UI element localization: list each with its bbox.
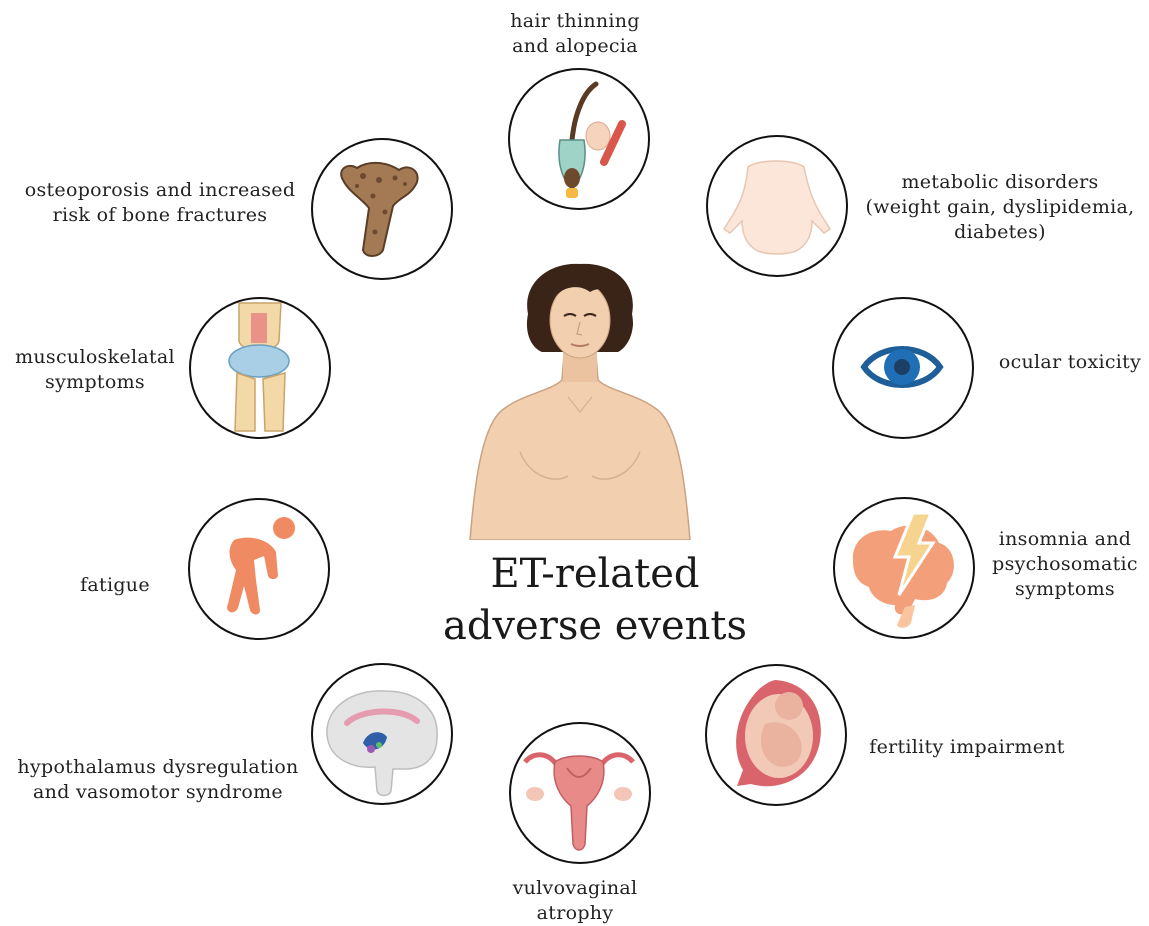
hypothalamus-label: hypothalamus dysregulation and vasomotor… <box>8 755 308 805</box>
diagram-title: ET-related adverse events <box>410 548 780 652</box>
uterus-icon <box>511 724 648 861</box>
vulvo-label: vulvovaginal atrophy <box>500 876 650 926</box>
pregnancy-icon <box>707 666 844 803</box>
title-line-1: ET-related <box>410 548 780 600</box>
hair-follicle-icon <box>510 70 647 207</box>
brain-section-icon <box>313 665 450 802</box>
bone-label: osteoporosis and increased risk of bone … <box>10 178 310 228</box>
eye-icon <box>834 299 971 436</box>
ocular-circle <box>832 297 974 439</box>
woman-torso-illustration <box>460 262 700 540</box>
title-line-2: adverse events <box>410 600 780 652</box>
tired-person-icon <box>190 500 327 637</box>
fatigue-circle <box>188 498 330 640</box>
brain-lightning-icon <box>835 499 972 636</box>
fertility-circle <box>705 664 847 806</box>
hypothalamus-circle <box>311 663 453 805</box>
body-silhouette-icon <box>708 137 845 274</box>
hair-circle <box>508 68 650 210</box>
insomnia-circle <box>833 497 975 639</box>
musculo-circle <box>189 297 331 439</box>
knee-joint-icon <box>191 299 328 436</box>
ocular-label: ocular toxicity <box>990 350 1149 375</box>
bone-circle <box>311 138 453 280</box>
metabolic-label: metabolic disorders (weight gain, dyslip… <box>855 170 1145 245</box>
fatigue-label: fatigue <box>60 573 170 598</box>
hair-label: hair thinning and alopecia <box>500 9 650 59</box>
musculo-label: musculoskelatal symptoms <box>10 345 180 395</box>
fertility-label: fertility impairment <box>862 735 1072 760</box>
insomnia-label: insomnia and psychosomatic symptoms <box>985 527 1145 602</box>
bone-icon <box>313 140 450 277</box>
metabolic-circle <box>706 135 848 277</box>
vulvo-circle <box>509 722 651 864</box>
